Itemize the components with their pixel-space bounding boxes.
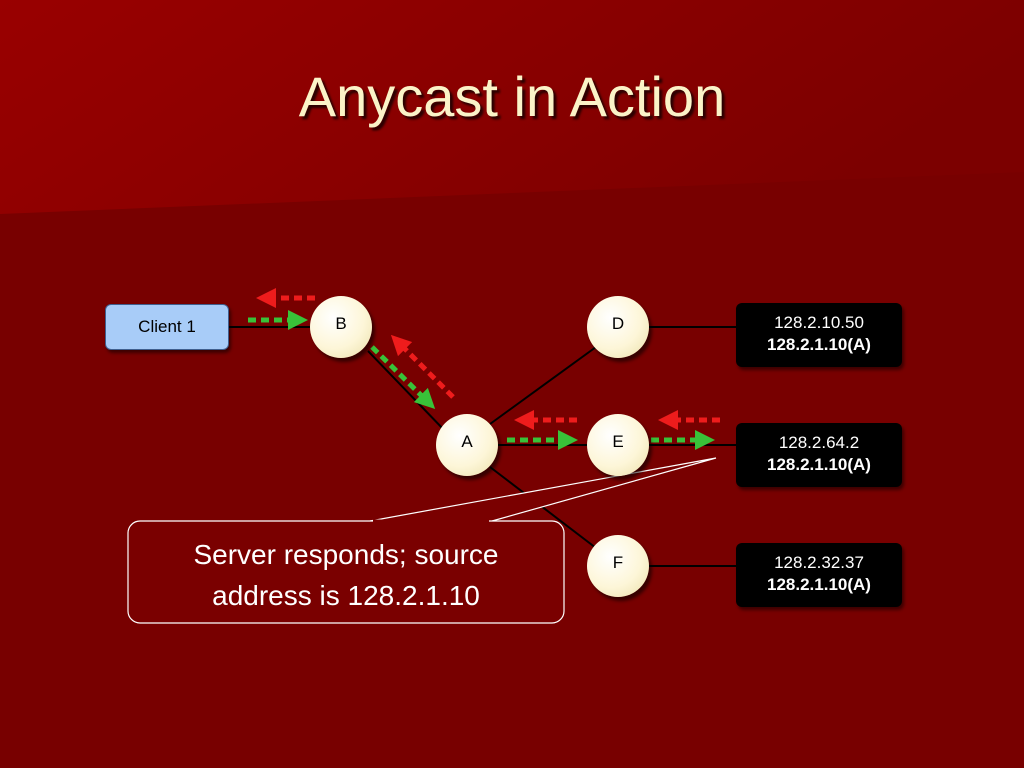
node-e[interactable]: E xyxy=(587,414,649,476)
server-unicast-address: 128.2.64.2 xyxy=(778,433,860,452)
server-box-1[interactable]: 128.2.10.50 128.2.1.10(A) xyxy=(736,303,902,367)
link-a-f xyxy=(489,466,597,549)
node-d[interactable]: D xyxy=(587,296,649,358)
slide-title: Anycast in Action xyxy=(298,65,726,128)
callout-line-2: address is 128.2.1.10 xyxy=(212,580,480,611)
node-b[interactable]: B xyxy=(310,296,372,358)
link-b-a xyxy=(367,350,447,433)
server-unicast-address: 128.2.32.37 xyxy=(774,553,864,572)
callout-text: Server responds; source address is 128.2… xyxy=(128,534,564,616)
server-unicast-address: 128.2.10.50 xyxy=(774,313,864,332)
link-a-d xyxy=(489,346,597,425)
callout-box xyxy=(127,520,565,624)
server-anycast-address: 128.2.1.10(A) xyxy=(767,575,871,594)
node-a[interactable]: A xyxy=(436,414,498,476)
server-anycast-address: 128.2.1.10(A) xyxy=(767,455,871,474)
callout-line-1: Server responds; source xyxy=(193,539,499,570)
response-arrow-a-b xyxy=(390,334,455,399)
server-anycast-address: 128.2.1.10(A) xyxy=(767,335,871,354)
request-arrow-b-a xyxy=(370,345,436,410)
server-box-3[interactable]: 128.2.32.37 128.2.1.10(A) xyxy=(736,543,902,607)
client-1-box[interactable]: Client 1 xyxy=(105,304,229,350)
server-box-2[interactable]: 128.2.64.2 128.2.1.10(A) xyxy=(736,423,902,487)
callout-pointer xyxy=(369,457,717,522)
node-f[interactable]: F xyxy=(587,535,649,597)
